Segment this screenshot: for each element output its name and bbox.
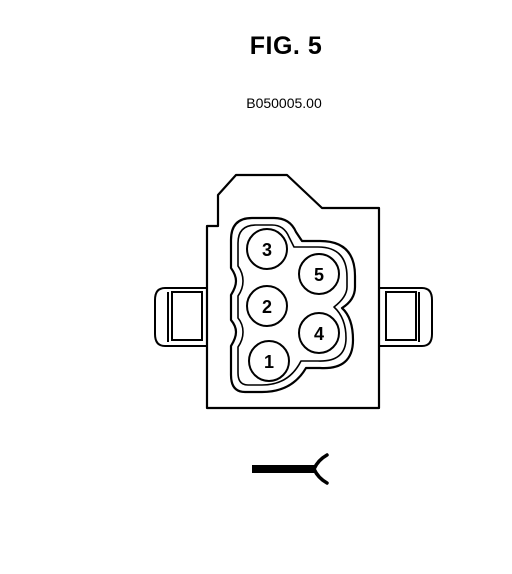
- right-lock-tab: [379, 287, 433, 347]
- pin-2-label: 2: [262, 297, 272, 317]
- pin-1-label: 1: [264, 352, 274, 372]
- view-direction-arrow-icon: [252, 453, 329, 485]
- pin-5: 5: [298, 253, 340, 295]
- pin-3: 3: [246, 228, 288, 270]
- left-lock-tab: [154, 287, 207, 347]
- pin-cavity-outer: [229, 216, 357, 394]
- pin-cavity-inner: [237, 224, 348, 386]
- figure-code: B050005.00: [246, 95, 322, 111]
- figure-title: FIG. 5: [249, 32, 323, 60]
- pin-4-label: 4: [314, 324, 324, 344]
- pin-2: 2: [246, 285, 288, 327]
- pin-1: 1: [248, 340, 290, 382]
- connector-housing: [205, 173, 381, 410]
- pin-3-label: 3: [262, 240, 272, 260]
- pin-5-label: 5: [314, 265, 324, 285]
- pin-4: 4: [298, 312, 340, 354]
